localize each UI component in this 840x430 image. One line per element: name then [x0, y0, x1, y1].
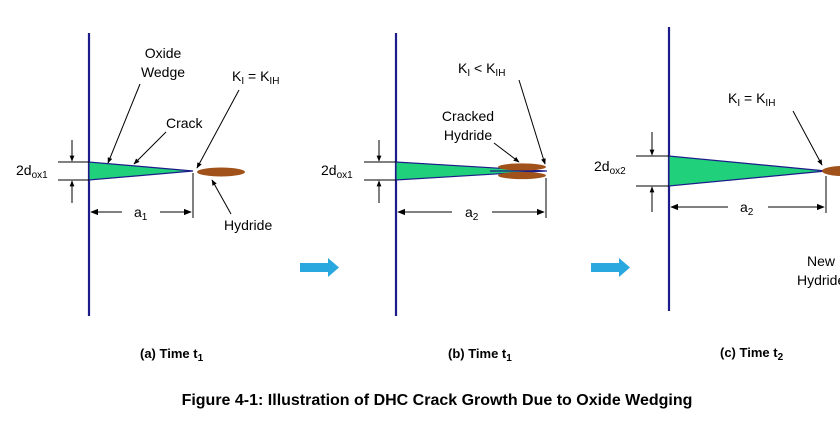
next-arrow-1 [300, 258, 339, 277]
next-arrow-2 [591, 258, 630, 277]
panel-b-cracked-hydride-label-2: Hydride [444, 127, 492, 143]
panel-a-crack-label: Crack [166, 115, 204, 131]
panel-c-oxide-wedge [668, 155, 827, 187]
panel-b-oxide-wedge [395, 161, 546, 181]
panel-c-k-pointer [792, 110, 823, 166]
panel-b-length-label: a2 [465, 204, 479, 223]
panel-a-hydride [197, 167, 245, 177]
panel-c-new-hydride-label-2: Hydride [797, 272, 840, 288]
panel-b-cracked-hydride-lower [498, 171, 546, 180]
panel-b-cracked-hydride-upper [498, 163, 546, 171]
panel-a-k-label: KI = KIH [232, 68, 279, 87]
panel-a-oxide-wedge [88, 161, 194, 181]
panel-a-thickness-label: 2dox1 [16, 162, 48, 181]
panel-a-hydride-pointer [211, 179, 232, 215]
panel-a-caption: (a) Time t1 [140, 346, 204, 364]
panel-c-k-label: KI = KIH [728, 90, 775, 109]
panel-b-cracked-hydride-label-1: Cracked [442, 108, 494, 124]
panel-c-caption: (c) Time t2 [720, 345, 784, 363]
panel-c-new-hydride [822, 166, 840, 176]
figure-caption: Figure 4-1: Illustration of DHC Crack Gr… [182, 392, 693, 409]
panel-a-oxide-pointer [107, 83, 141, 164]
panel-b: KI < KIH Cracked Hydride 2dox1 a2 (b) Ti… [321, 33, 547, 364]
panel-a-k-pointer [196, 89, 240, 169]
panel-b-thickness-label: 2dox1 [321, 162, 353, 181]
panel-c-length-label: a2 [740, 199, 754, 218]
panel-a-oxide-label-2: Wedge [141, 64, 185, 80]
panel-c-new-hydride-label-1: New [807, 253, 836, 269]
panel-a-oxide-label-1: Oxide [145, 45, 182, 61]
panel-a: Oxide Wedge Crack KI = KIH 2dox1 a1 Hydr… [16, 33, 279, 364]
panel-a-crack-pointer [133, 131, 167, 165]
panel-c: KI = KIH 2dox2 a2 New Hydride (c) Time t… [594, 27, 840, 363]
panel-a-hydride-label: Hydride [224, 217, 272, 233]
panel-a-length-label: a1 [134, 204, 148, 223]
panel-c-thickness-label: 2dox2 [594, 158, 626, 177]
panel-b-k-pointer [518, 79, 546, 165]
panel-b-cracked-hydride-pointer [493, 142, 520, 163]
panel-b-caption: (b) Time t1 [448, 346, 512, 364]
panel-b-k-label: KI < KIH [458, 60, 505, 79]
